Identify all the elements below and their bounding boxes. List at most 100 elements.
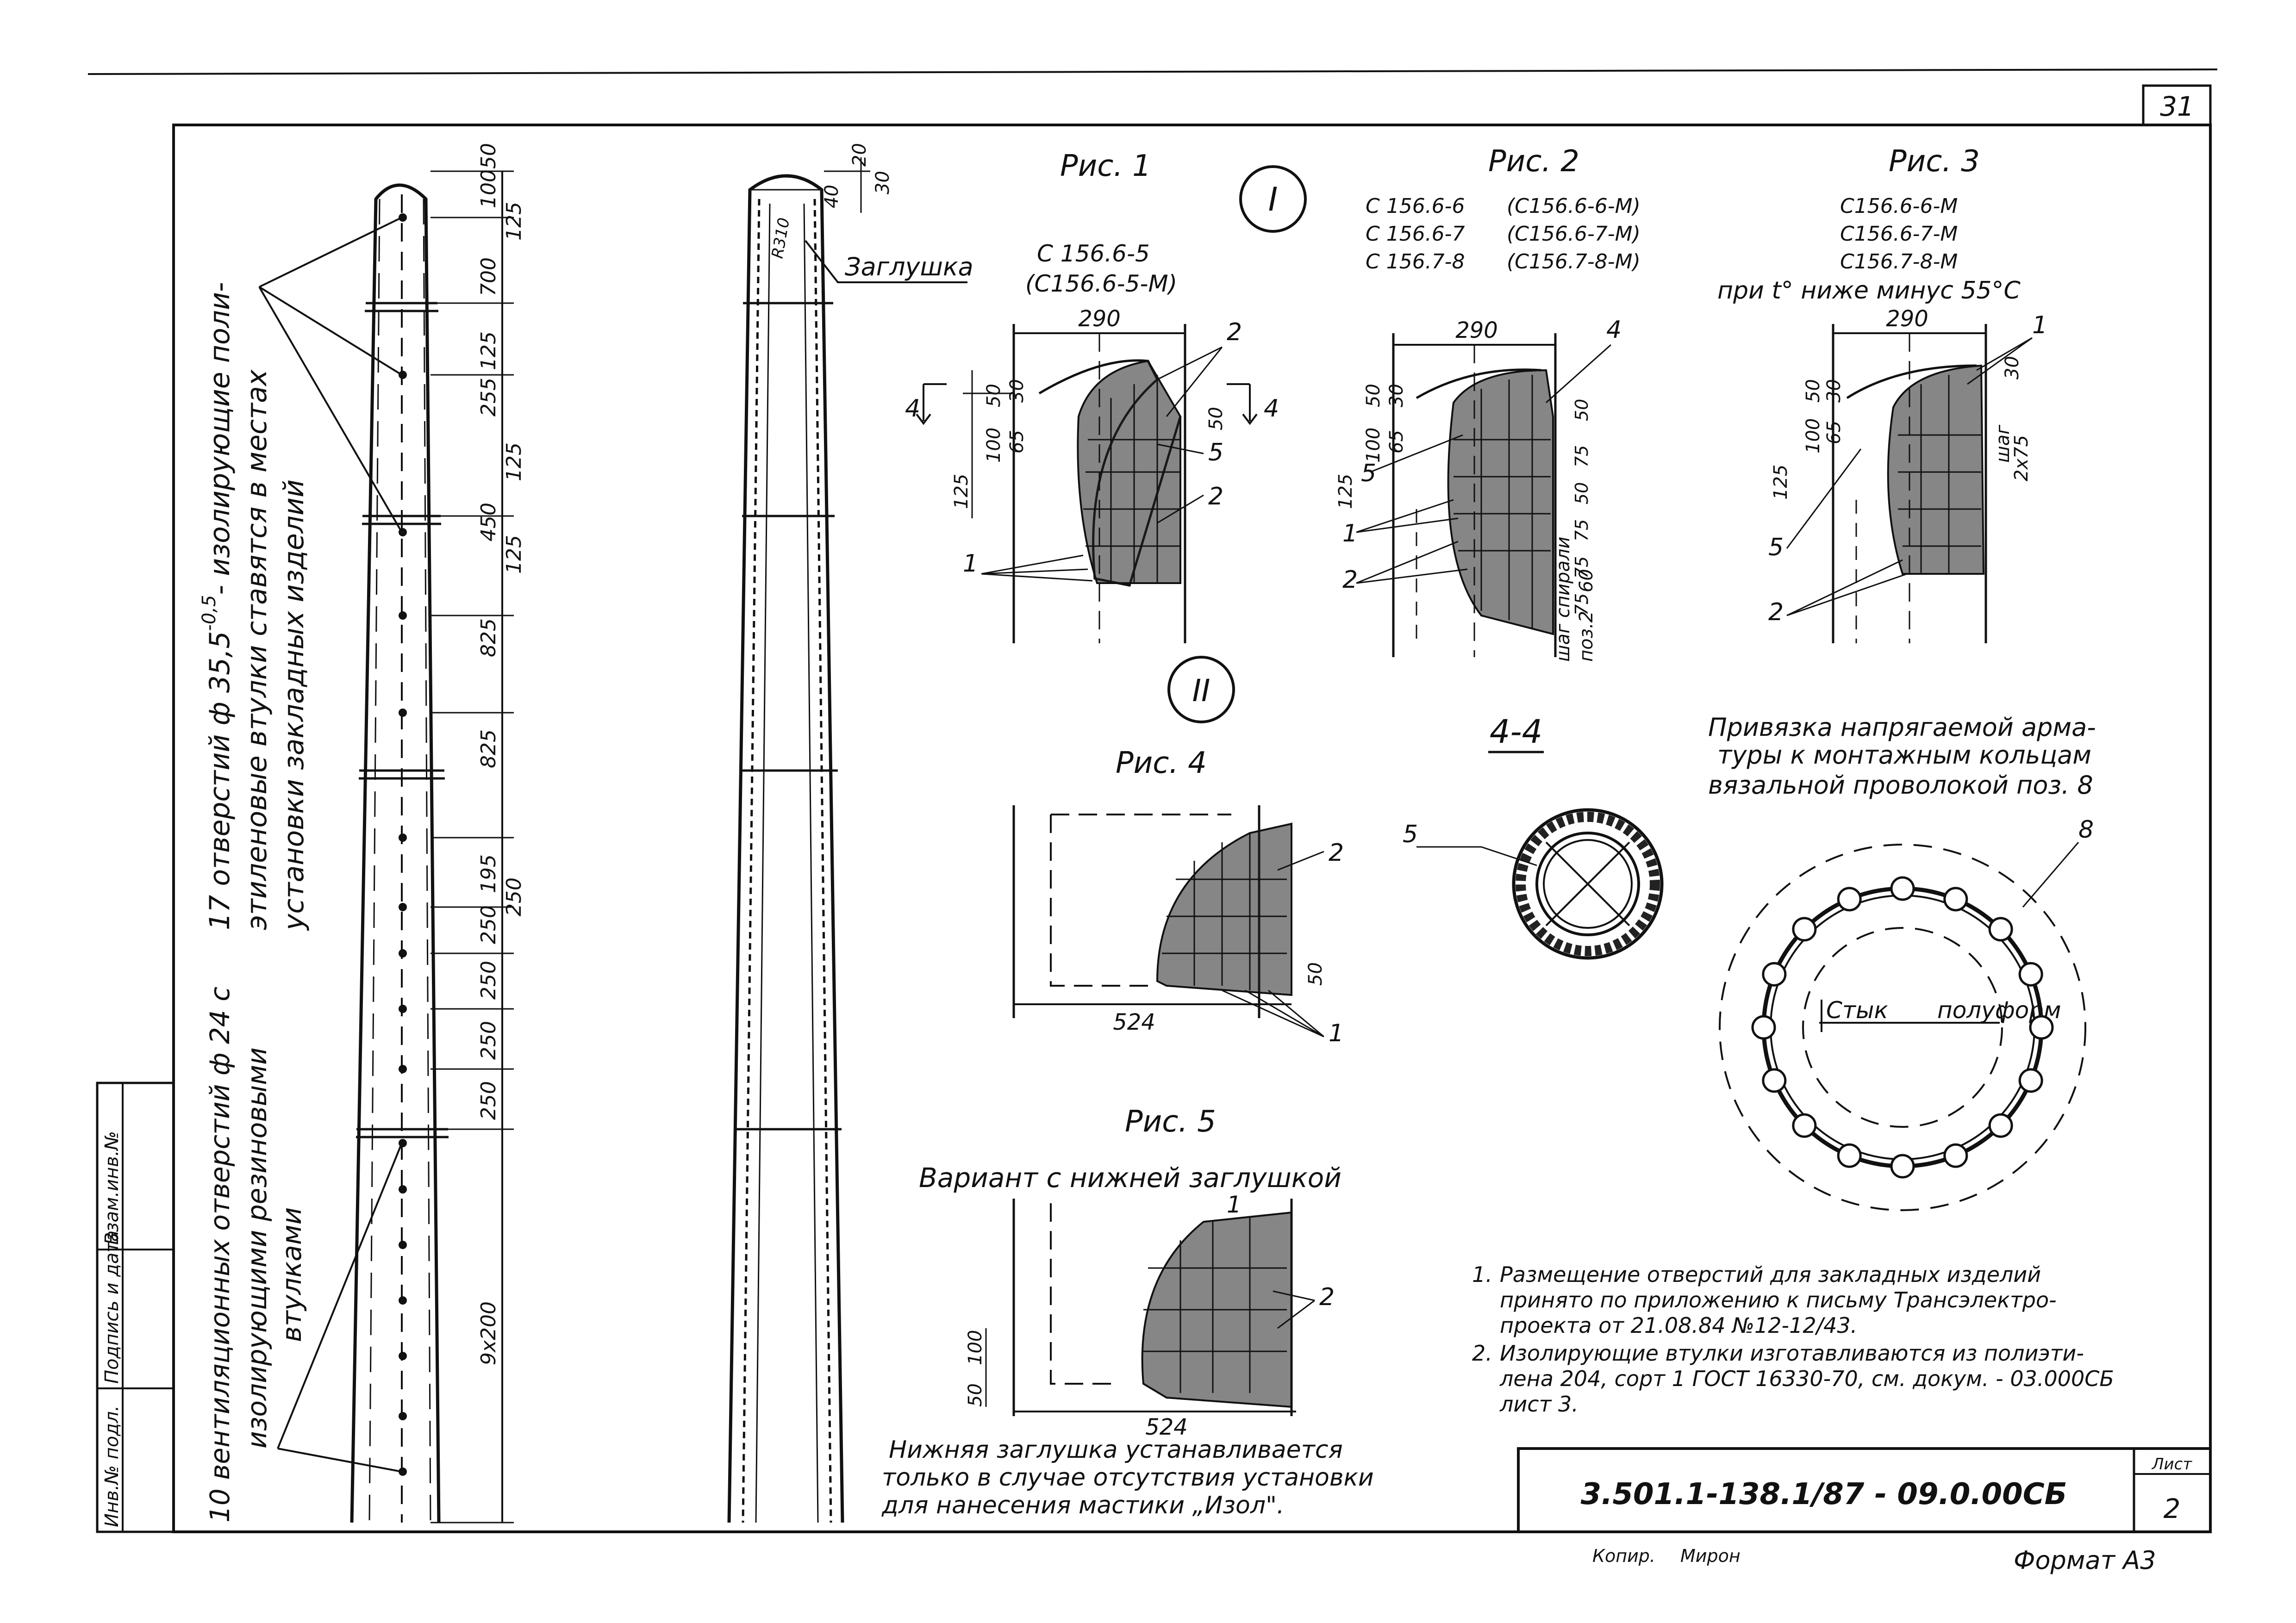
ring-bead <box>2018 962 2043 987</box>
fig-3-dim: 100 <box>1803 418 1824 454</box>
fig-3-dim: 50 <box>1803 379 1824 403</box>
fig-2-dim: 125 <box>1335 474 1356 509</box>
fig-1: Рис. 1 С 156.6-5 (С156.6-5-М) 290 100 50… <box>905 149 1279 643</box>
stamp-col-replace: Взам.инв.№ <box>101 1131 123 1245</box>
svg-text:изолирующими резиновыми: изолирующими резиновыми <box>241 1047 273 1449</box>
ring-bead <box>1792 1113 1817 1138</box>
ring-title: Привязка напрягаемой арма- <box>1708 713 2096 742</box>
fig-3-pos: 5 <box>1768 534 1784 561</box>
fig-2-pos: 2 <box>1342 566 1358 594</box>
ring-bead <box>1751 1015 1776 1040</box>
fig-2-pos: 5 <box>1361 460 1376 487</box>
fig-3-dim: 65 <box>1823 421 1845 444</box>
list-label: Лист <box>2151 1455 2192 1474</box>
note-number: 1. <box>1472 1262 1492 1287</box>
pole-dim: 250 <box>477 1081 500 1120</box>
fig-5-title: Рис. 5 <box>1125 1105 1216 1139</box>
pole-dim: 825 <box>477 618 500 657</box>
fig-1-dim: 50 <box>983 384 1004 407</box>
pole-dim: 100 <box>477 169 500 208</box>
fig-4-dim-side: 50 <box>1305 962 1326 986</box>
fig-2-dim-right: 75 <box>1572 445 1592 467</box>
list-number: 2 <box>2164 1493 2181 1524</box>
fig-2-dim-right: 75 <box>1572 519 1592 541</box>
fig-5-width: 524 <box>1145 1414 1188 1440</box>
pole-dim: 250 <box>502 877 526 916</box>
fig-3-dim-right: шаг <box>1992 424 2014 463</box>
callout-I-label: I <box>1268 180 1278 218</box>
note-line: Размещение отверстий для закладных издел… <box>1500 1262 2041 1287</box>
section-4-4-pos: 5 <box>1403 821 1418 848</box>
ring-bead <box>2018 1068 2043 1093</box>
copied-signature: Мирон <box>1680 1546 1741 1566</box>
fig-5-note: для нанесения мастики „Изол". <box>881 1492 1285 1519</box>
svg-text:установки закладных изделий: установки закладных изделий <box>278 479 310 931</box>
ring-bead <box>1943 887 1968 912</box>
stamp-strip: Взам.инв.№ Подпись и дата Инв.№ подл. <box>96 1082 175 1533</box>
fig-1-mark2: (С156.6-5-М) <box>1025 270 1177 297</box>
pole-section: 20 30 40 R310 Заглушка <box>727 143 973 1523</box>
pole-dim: 255 <box>477 378 500 417</box>
svg-text:10 вентиляционных отверстий ф: 10 вентиляционных отверстий ф 24 с <box>204 987 236 1523</box>
pole-dimension-labels: 50 100 125 700 125 255 125 450 125 825 8… <box>477 143 526 1365</box>
fig-2-dim-right: 50 <box>1572 482 1592 504</box>
page-number: 31 <box>2160 91 2194 122</box>
section-4-4: 4-4 5 <box>1403 713 1664 960</box>
section-mark-right: 4 <box>1264 395 1279 423</box>
fig-1-dim: 125 <box>951 474 972 509</box>
fig-2-pos: 1 <box>1342 520 1358 547</box>
callout-I: I <box>1239 165 1307 233</box>
fig-3-condition: при t° ниже минус 55°С <box>1717 277 2021 305</box>
svg-text:17 отверстий ф 35,5-0,5- изоли: 17 отверстий ф 35,5-0,5- изолирующие пол… <box>199 282 236 930</box>
fig-2-title: Рис. 2 <box>1488 144 1579 179</box>
fig-3-mark: С156.6-6-М <box>1840 194 1958 218</box>
fig-2-dim: 65 <box>1386 430 1407 454</box>
plug-dim: 40 <box>821 185 842 208</box>
section-4-4-title: 4-4 <box>1490 713 1542 751</box>
fig-2-mark: С 156.7-8 <box>1366 250 1465 274</box>
fig-1-dim: 65 <box>1006 430 1028 454</box>
fig-1-pos: 1 <box>963 550 978 578</box>
ring-bead <box>1890 876 1915 901</box>
pole-dim: 250 <box>477 1021 500 1060</box>
pole-dim: 125 <box>502 535 526 574</box>
fig-2-width: 290 <box>1455 317 1498 343</box>
fig-2-pitch-note: шаг спирали <box>1553 537 1574 662</box>
fig-3-pos: 1 <box>2032 311 2047 339</box>
fig-1-title: Рис. 1 <box>1060 149 1151 183</box>
fig-5-note: только в случае отсутствия установки <box>882 1464 1374 1492</box>
svg-text:этиленовые втулки ставятся в м: этиленовые втулки ставятся в местах <box>241 369 273 930</box>
ring-bead <box>2029 1015 2054 1040</box>
stamp-col-inventory: Инв.№ подл. <box>101 1405 123 1527</box>
plug-dim: 20 <box>849 143 870 167</box>
pole-dim: 195 <box>477 854 500 893</box>
fig-2-mark-m: (С156.6-7-М) <box>1507 222 1641 246</box>
ring-detail: Привязка напрягаемой арма- туры к монтаж… <box>1708 713 2096 1211</box>
fig-3-pos: 2 <box>1768 598 1784 626</box>
pole-dimension-ticks <box>430 170 514 1524</box>
fig-2-dim: 100 <box>1363 428 1384 463</box>
fig-1-width: 290 <box>1078 306 1121 332</box>
section-mark-left: 4 <box>905 395 920 423</box>
fig-2-mark-m: (С156.6-6-М) <box>1507 194 1641 218</box>
fig-4-pos: 2 <box>1329 839 1344 867</box>
pole-dim: 9х200 <box>477 1301 500 1365</box>
fig-1-dim: 30 <box>1006 379 1028 403</box>
fig-5-subtitle: Вариант с нижней заглушкой <box>919 1162 1341 1194</box>
fig-3-dim: 125 <box>1770 465 1791 500</box>
fig-3-mark: С156.7-8-М <box>1840 250 1958 274</box>
fig-3-width: 290 <box>1886 306 1928 332</box>
fig-2-dim-right: 75 <box>1572 593 1592 616</box>
fig-5-dim: 50 <box>965 1383 986 1407</box>
callout-II: II <box>1167 656 1235 723</box>
ring-bead <box>1837 887 1862 912</box>
fig-3-mark: С156.6-7-М <box>1840 222 1958 246</box>
fig-2-mark-m: (С156.7-8-М) <box>1507 250 1641 274</box>
pole-dim: 125 <box>502 442 526 481</box>
ring-bead <box>1988 1113 2013 1138</box>
fig-1-mark1: С 156.6-5 <box>1037 240 1150 267</box>
stamp-col-signature: Подпись и дата <box>101 1231 123 1384</box>
fig-3: Рис. 3 С156.6-6-М С156.6-7-М С156.7-8-М … <box>1717 144 2047 643</box>
note-line: лист 3. <box>1499 1392 1578 1417</box>
fig-2-dim-right: 50 <box>1572 399 1592 421</box>
